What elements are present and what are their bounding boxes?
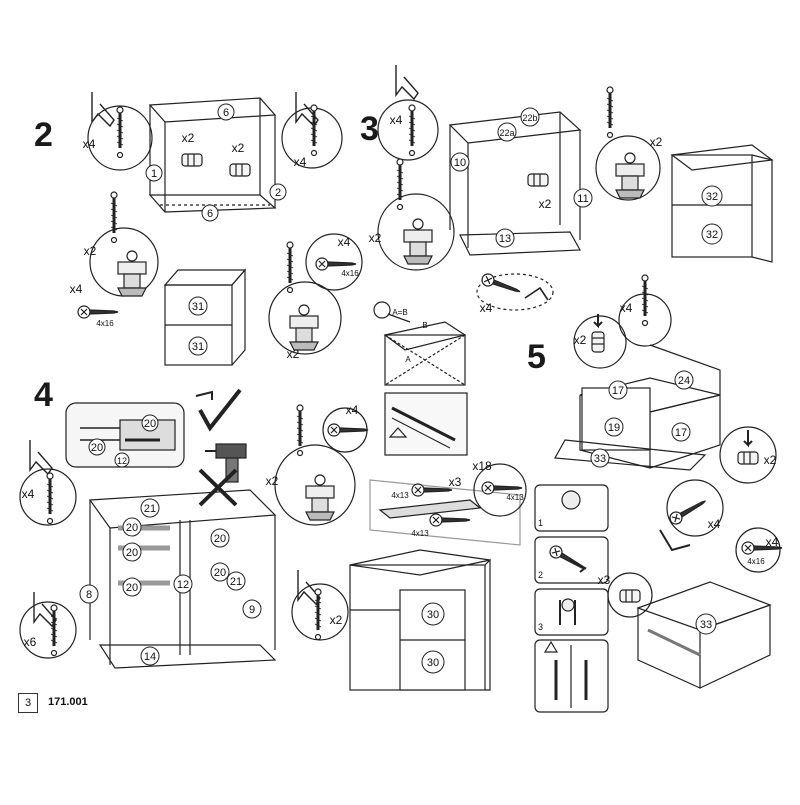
step-4-callout-left [19, 439, 77, 526]
center-lower-cabinet [349, 549, 491, 691]
step-4-callout-right-lower [291, 569, 349, 641]
slide-assembly [369, 479, 521, 546]
dowel-icon [229, 163, 251, 177]
step-3-callout-hinge-right [595, 85, 661, 201]
step-2-callout-right [281, 91, 343, 169]
step-3-callout-hinge-left [377, 157, 455, 271]
step-5-callout-screw-top [735, 527, 783, 573]
hex-key-icon [195, 390, 213, 400]
page-number: 3 [18, 693, 38, 713]
check-mark-icon [198, 388, 242, 432]
cross-mark-icon [198, 468, 238, 507]
slide-detail-box [384, 392, 468, 456]
step-5-callout-cam-left [573, 314, 627, 369]
step-number: 5 [527, 338, 546, 376]
step-number: 4 [34, 376, 53, 414]
step-2-frame [148, 97, 277, 213]
step-4-callout-left-lower [19, 591, 77, 659]
power-drill-icon [205, 443, 247, 483]
step-2-callout-hinge-right [268, 240, 342, 355]
step-5-callout-top [618, 273, 672, 347]
step-5-callout-screw [659, 479, 724, 552]
step-4-detail-box [65, 402, 185, 468]
step-number: 2 [34, 116, 53, 154]
drawer-33-closeup [636, 581, 772, 689]
step-4-callout-hinge [274, 403, 356, 526]
step-2-callout-hinge-left [89, 190, 159, 297]
cam-lock-steps [534, 484, 609, 713]
step-5-callout-cam-right [719, 426, 777, 484]
step-2-callout-screw [305, 233, 363, 291]
square-check-box [373, 301, 467, 386]
product-code: 171.001 [48, 696, 88, 708]
step-number: 3 [360, 110, 379, 148]
step-4-callout-screw-right [473, 463, 527, 517]
step-2-callout-left [87, 91, 153, 171]
screw-icon [77, 305, 119, 319]
dowel-icon [527, 173, 549, 187]
step-2-front-unit [163, 268, 247, 366]
step-3-hexkey-bottom [476, 271, 554, 311]
step-5-callout-dowel [607, 572, 653, 618]
step-5-drawer [554, 344, 721, 471]
step-3-front-unit [670, 144, 774, 263]
step-3-callout-left [377, 64, 439, 161]
step-4-callout-screw [322, 407, 369, 453]
dowel-icon [181, 153, 203, 167]
step-3-frame [448, 111, 582, 256]
step-4-cabinet [88, 489, 277, 669]
